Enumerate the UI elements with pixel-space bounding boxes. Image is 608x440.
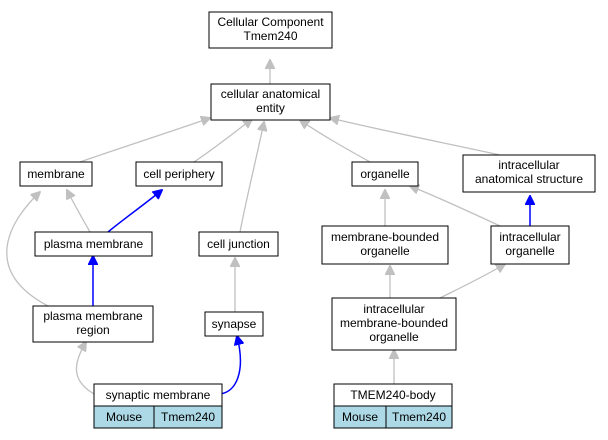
edge-cellperiphery-to-cae xyxy=(193,119,252,163)
node-intracellular-organelle[interactable]: intracellular organelle xyxy=(490,225,570,265)
edge-membrane-to-cae xyxy=(79,118,210,163)
node-plasma-membrane[interactable]: plasma membrane xyxy=(34,231,153,257)
node-label: organelle xyxy=(369,330,419,344)
node-label: plasma membrane xyxy=(44,237,144,251)
gene-label: Tmem240 xyxy=(392,410,446,424)
node-cellular-component[interactable]: Cellular Component Tmem240 xyxy=(208,11,333,49)
edge-plasmamembrane-to-membrane xyxy=(67,190,91,233)
species-label: Mouse xyxy=(342,410,378,424)
node-label: organelle xyxy=(360,167,410,181)
node-label: membrane-bounded xyxy=(331,230,439,244)
node-label: organelle xyxy=(360,244,410,258)
gene-label: Tmem240 xyxy=(161,410,215,424)
node-label: plasma membrane xyxy=(43,309,143,323)
gene-cell xyxy=(385,405,453,429)
gene-cell xyxy=(153,405,223,429)
edge-imbo-to-introrg xyxy=(439,264,505,299)
edge-ias-to-cae xyxy=(330,118,501,156)
node-cell-periphery[interactable]: cell periphery xyxy=(135,161,223,187)
species-label: Mouse xyxy=(106,410,142,424)
node-label: synapse xyxy=(212,317,257,331)
node-label: cell periphery xyxy=(143,167,214,181)
node-label: membrane xyxy=(27,167,85,181)
node-synaptic-membrane[interactable]: synaptic membrane Mouse Tmem240 xyxy=(93,383,223,429)
node-synapse[interactable]: synapse xyxy=(204,311,264,337)
node-label: entity xyxy=(256,101,285,115)
node-label: membrane-bounded xyxy=(340,316,448,330)
node-label: Tmem240 xyxy=(243,29,297,43)
edge-celljunction-to-cae xyxy=(239,122,264,233)
edge-organelle-to-cae xyxy=(300,120,371,163)
node-membrane-bounded-organelle[interactable]: membrane-bounded organelle xyxy=(321,225,449,265)
node-cell-junction[interactable]: cell junction xyxy=(198,231,279,257)
node-intracellular-membrane-bounded-organelle[interactable]: intracellular membrane-bounded organelle xyxy=(331,297,457,351)
node-label: cellular anatomical xyxy=(221,87,320,101)
node-label: anatomical structure xyxy=(475,172,583,186)
node-tmem240-body[interactable]: TMEM240-body Mouse Tmem240 xyxy=(333,383,453,429)
node-plasma-membrane-region[interactable]: plasma membrane region xyxy=(32,305,154,343)
edge-plasmamembrane-to-cellperiphery xyxy=(107,190,162,233)
node-label: Cellular Component xyxy=(217,15,324,29)
node-label: intracellular xyxy=(499,230,560,244)
node-label: region xyxy=(76,323,109,337)
edge-pmr-to-membrane xyxy=(6,192,49,307)
node-intracellular-anatomical-structure[interactable]: intracellular anatomical structure xyxy=(462,154,596,193)
node-organelle[interactable]: organelle xyxy=(351,161,419,187)
node-label: cell junction xyxy=(207,237,270,251)
node-label: intracellular xyxy=(498,158,559,172)
edge-synmem-to-synapse xyxy=(219,336,240,395)
node-label: organelle xyxy=(505,244,555,258)
node-label: synaptic membrane xyxy=(106,388,211,402)
node-label: intracellular xyxy=(363,302,424,316)
edge-introrg-to-organelle xyxy=(410,186,501,227)
node-label: TMEM240-body xyxy=(350,388,435,402)
edges xyxy=(6,60,530,395)
node-cellular-anatomical-entity[interactable]: cellular anatomical entity xyxy=(210,83,331,121)
node-membrane[interactable]: membrane xyxy=(19,161,93,187)
edge-synmem-to-pmr xyxy=(75,342,95,395)
